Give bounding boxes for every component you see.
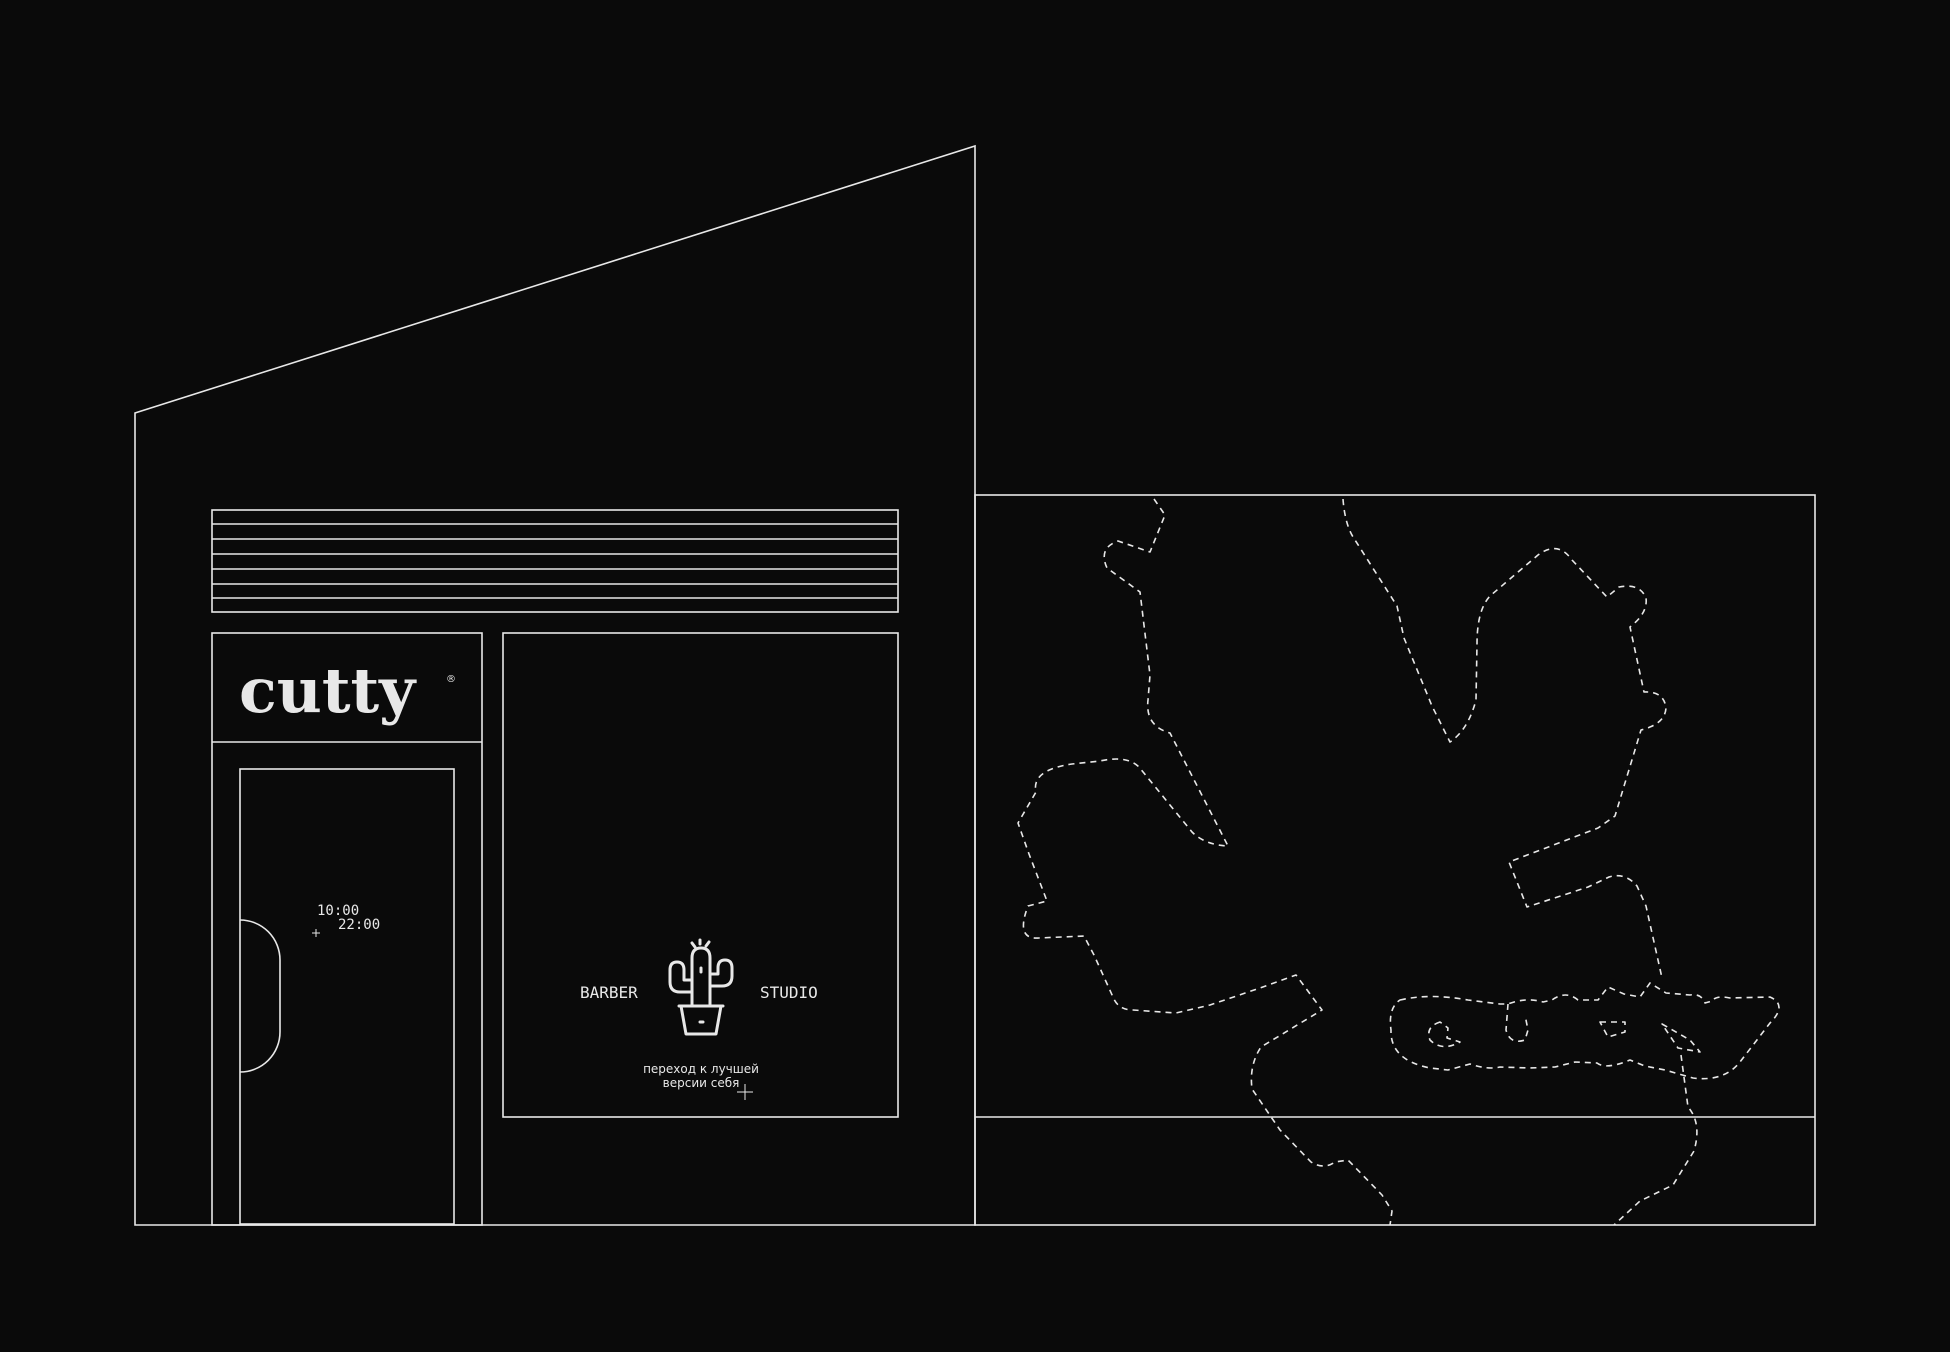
annex-wall: [974, 494, 1816, 1226]
hours-open: 10:00: [317, 903, 359, 919]
sparkle-icon: [737, 1084, 753, 1100]
cactus-in-pot-icon: [668, 938, 734, 1036]
window-label-barber: BARBER: [580, 983, 638, 1002]
window-label-studio: STUDIO: [760, 983, 818, 1002]
hours-close: 22:00: [338, 917, 380, 933]
door-frame: [211, 632, 483, 1226]
door-handle: [239, 919, 281, 1073]
vent-grille: [211, 509, 899, 613]
slogan-line-1: переход к лучшей: [643, 1062, 759, 1076]
door: [239, 768, 455, 1225]
registered-mark: ®: [446, 674, 456, 685]
sparkle-icon: [312, 929, 320, 937]
cactus-mural-outline: [1017, 498, 1780, 1226]
slogan-line-2: версии себя: [663, 1076, 740, 1090]
sign-logo: cutty: [239, 654, 417, 727]
shop-window: [502, 632, 899, 1118]
